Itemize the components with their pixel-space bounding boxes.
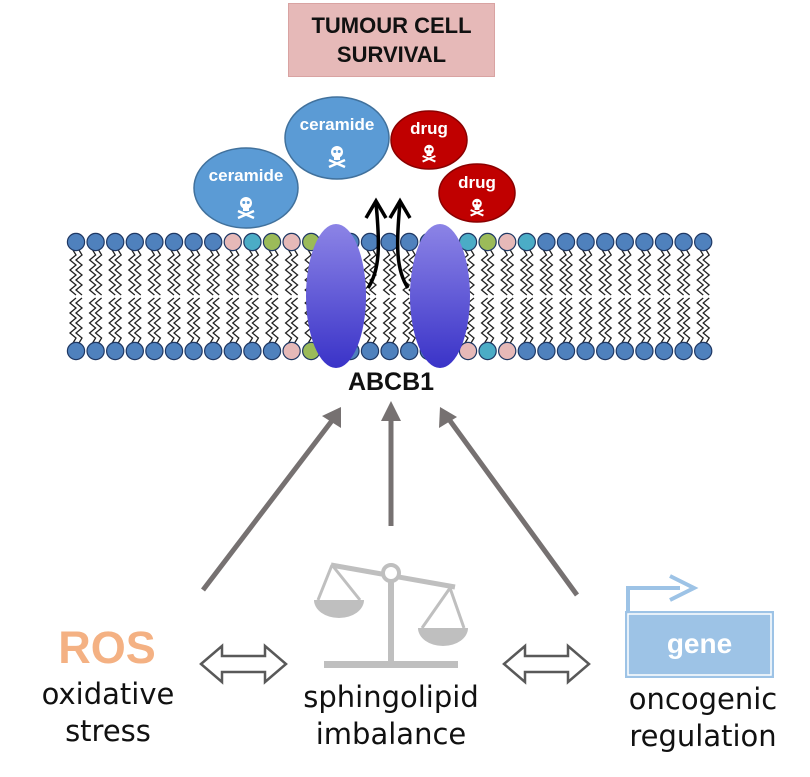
lipid-head-outer bbox=[86, 232, 105, 252]
oncogenic-caption-line-1: oncogenic bbox=[628, 682, 778, 716]
lipid-head-inner bbox=[400, 341, 419, 361]
oncogenic-caption: oncogenic regulation bbox=[613, 681, 793, 755]
ceramide-label-1: ceramide bbox=[209, 166, 284, 185]
sphingolipid-caption-line-1: sphingolipid bbox=[303, 680, 479, 714]
double-arrow-ros-sphingo bbox=[199, 643, 288, 685]
lipid-head-outer bbox=[537, 232, 556, 252]
abcb1-transporter bbox=[306, 224, 470, 368]
lipid-head-inner bbox=[537, 341, 556, 361]
gene-icon bbox=[625, 574, 774, 678]
arrow-from-ros bbox=[201, 416, 336, 592]
lipid-head-inner bbox=[654, 341, 674, 361]
sphingolipid-caption: sphingolipid imbalance bbox=[291, 679, 491, 753]
lipid-head-outer bbox=[654, 232, 674, 252]
lipid-head-inner bbox=[635, 341, 654, 361]
lipid-head-outer bbox=[674, 232, 693, 252]
arrow-from-oncogenic bbox=[445, 416, 580, 597]
drug-label-2: drug bbox=[458, 173, 496, 192]
lipid-head-inner bbox=[596, 341, 615, 361]
skull-icon bbox=[237, 197, 255, 220]
lipid-head-inner bbox=[105, 341, 125, 361]
double-arrow-sphingo-oncogenic bbox=[502, 643, 591, 685]
lipid-head-outer bbox=[576, 232, 595, 252]
lipid-head-outer bbox=[380, 232, 399, 252]
abcb1-label: ABCB1 bbox=[347, 368, 435, 396]
lipid-head-inner bbox=[243, 341, 262, 361]
lipid-head-outer bbox=[635, 232, 654, 252]
title-line-1: TUMOUR CELL bbox=[311, 13, 472, 38]
lipid-head-outer bbox=[262, 232, 282, 252]
regulation-arrows bbox=[201, 416, 580, 597]
lipid-head-inner bbox=[282, 341, 301, 361]
ceramide-molecule-2: ceramide bbox=[284, 96, 390, 180]
sphingolipid-caption-line-2: imbalance bbox=[315, 717, 467, 751]
lipid-head-outer bbox=[694, 232, 713, 252]
lipid-head-outer bbox=[478, 232, 497, 252]
lipid-head-inner bbox=[478, 341, 497, 361]
lipid-head-inner bbox=[615, 341, 635, 361]
lipid-head-inner bbox=[498, 341, 517, 361]
ros-caption: oxidative stress bbox=[28, 676, 188, 750]
lipid-head-outer bbox=[125, 232, 145, 252]
lipid-head-outer bbox=[556, 232, 576, 252]
lipid-head-outer bbox=[164, 232, 184, 252]
drug-label-1: drug bbox=[410, 119, 448, 138]
lipid-head-inner bbox=[517, 341, 537, 361]
lipid-head-inner bbox=[164, 341, 184, 361]
lipid-head-outer bbox=[615, 232, 635, 252]
title-line-2: SURVIVAL bbox=[336, 42, 447, 67]
lipid-head-inner bbox=[86, 341, 105, 361]
lipid-head-inner bbox=[66, 341, 86, 361]
skull-icon bbox=[422, 144, 436, 163]
lipid-head-inner bbox=[184, 341, 203, 361]
lipid-head-outer bbox=[282, 232, 301, 252]
efflux-arrow-right bbox=[395, 202, 410, 289]
lipid-head-inner bbox=[223, 341, 242, 361]
ros-caption-line-2: stress bbox=[65, 714, 151, 748]
drug-molecule-1: drug bbox=[390, 110, 468, 170]
lipid-head-inner bbox=[380, 341, 399, 361]
lipid-head-outer bbox=[203, 232, 223, 252]
lipid-head-outer bbox=[145, 232, 164, 252]
skull-icon bbox=[328, 146, 346, 169]
lipid-head-outer bbox=[498, 232, 517, 252]
lipid-head-inner bbox=[556, 341, 576, 361]
lipid-head-outer bbox=[360, 232, 380, 252]
lipid-head-inner bbox=[694, 341, 713, 361]
transporter-right-half bbox=[410, 224, 470, 368]
lipid-head-inner bbox=[674, 341, 693, 361]
cell-membrane bbox=[66, 232, 713, 361]
lipid-head-inner bbox=[145, 341, 164, 361]
drug-molecule-2: drug bbox=[438, 163, 516, 223]
oncogenic-caption-line-2: regulation bbox=[629, 719, 777, 753]
efflux-arrows bbox=[364, 197, 412, 289]
gene-badge: gene bbox=[666, 628, 733, 659]
lipid-head-inner bbox=[125, 341, 145, 361]
lipid-head-outer bbox=[105, 232, 125, 252]
lipid-head-inner bbox=[576, 341, 595, 361]
lipid-head-outer bbox=[223, 232, 242, 252]
balance-scale-icon bbox=[314, 562, 468, 668]
ceramide-molecule-1: ceramide bbox=[193, 147, 299, 229]
ros-badge: ROS bbox=[58, 622, 156, 673]
transporter-left-half bbox=[306, 224, 366, 368]
lipid-head-outer bbox=[243, 232, 262, 252]
skull-icon bbox=[470, 198, 484, 217]
lipid-head-outer bbox=[400, 232, 419, 252]
tumour-cell-survival-box: TUMOUR CELL SURVIVAL bbox=[288, 3, 495, 77]
lipid-head-inner bbox=[458, 341, 478, 361]
lipid-head-inner bbox=[360, 341, 380, 361]
efflux-arrow-left bbox=[366, 202, 381, 289]
lipid-head-inner bbox=[203, 341, 223, 361]
ros-caption-line-1: oxidative bbox=[41, 677, 175, 711]
ceramide-label-2: ceramide bbox=[300, 115, 375, 134]
lipid-head-inner bbox=[262, 341, 282, 361]
lipid-head-outer bbox=[66, 232, 86, 252]
lipid-head-outer bbox=[596, 232, 615, 252]
lipid-head-outer bbox=[184, 232, 203, 252]
lipid-head-outer bbox=[517, 232, 537, 252]
